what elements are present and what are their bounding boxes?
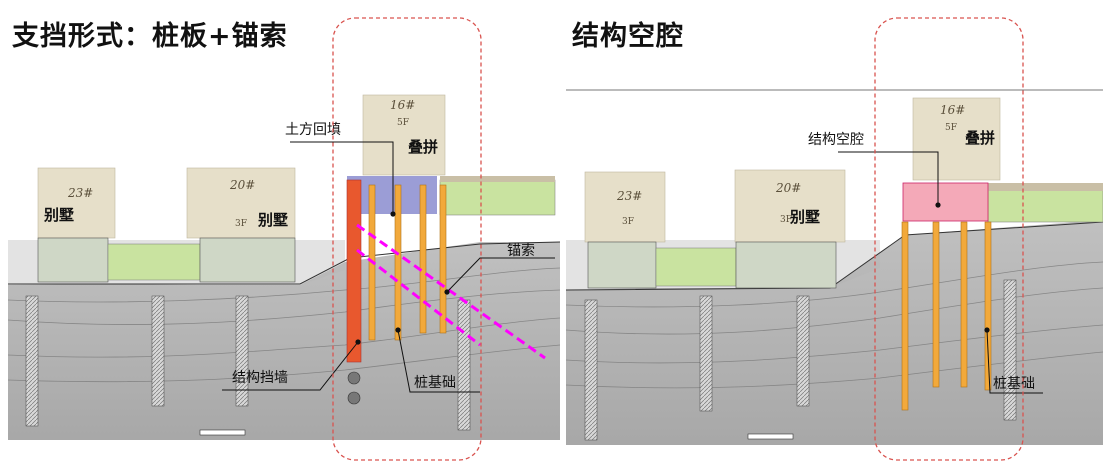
green-platform-right [987, 189, 1103, 223]
green-platform [439, 179, 556, 216]
right-highlight-frame [874, 17, 1024, 461]
structural-cavity [902, 182, 989, 222]
building-20-floors-right: 3F [780, 215, 792, 225]
anchor-cable [356, 223, 546, 360]
callout-cavity: 结构空腔 [808, 132, 864, 148]
hatched-column [584, 299, 598, 441]
callout-pile-foundation-right: 桩基础 [993, 375, 1035, 392]
building-16-floors-right: 5F [945, 123, 957, 133]
basement-23-right [587, 241, 657, 289]
building-16-right [912, 97, 1001, 181]
building-16-name: 叠拼 [408, 138, 438, 156]
building-16-number: 16# [390, 98, 415, 112]
hatched-column [699, 295, 713, 412]
hatched-column [457, 299, 471, 431]
building-20-left [186, 167, 296, 239]
building-23-right [584, 171, 666, 243]
anchor-cable [356, 248, 481, 347]
building-16-number-right: 16# [940, 103, 965, 117]
pile [960, 221, 968, 388]
pile [394, 184, 402, 341]
retaining-wall [346, 179, 362, 363]
hatched-column [235, 295, 249, 407]
callout-backfill: 土方回填 [285, 122, 341, 138]
hatched-column [796, 295, 810, 407]
building-23-name: 别墅 [43, 206, 74, 224]
pile [984, 221, 992, 391]
building-20-right [734, 169, 846, 243]
green-yard-1 [107, 243, 201, 281]
building-16-floors: 5F [397, 118, 409, 128]
pile [419, 184, 427, 334]
building-23-left [37, 167, 116, 239]
left-panel-title: 支挡形式：桩板+锚索 [12, 21, 288, 52]
green-yard-right [655, 247, 737, 287]
callout-pile-foundation: 桩基础 [414, 374, 456, 391]
building-20-number-right: 20# [775, 181, 801, 195]
building-20-floors: 3F [235, 219, 247, 229]
building-23-number: 23# [67, 186, 93, 200]
basement-23 [37, 237, 109, 283]
callout-retaining-wall: 结构挡墙 [232, 370, 288, 386]
callout-anchor: 锚索 [507, 242, 535, 259]
building-20-name-right: 别墅 [789, 208, 820, 226]
hatched-column [1003, 279, 1017, 421]
building-23-number-right: 23# [616, 189, 642, 203]
pile [901, 221, 909, 411]
basement-20 [199, 237, 296, 283]
basement-20-right [735, 241, 837, 289]
building-20-number: 20# [229, 178, 255, 192]
building-16-name-right: 叠拼 [965, 129, 995, 147]
pile [439, 184, 447, 334]
left-section-drawing: 23# 别墅 20# 3F 别墅 16# 5F 叠拼 [7, 17, 561, 461]
hatched-column [25, 295, 39, 427]
building-16-left [362, 94, 446, 176]
hatched-column [151, 295, 165, 407]
left-highlight-frame [332, 17, 482, 461]
building-20-name: 别墅 [257, 211, 288, 229]
building-23-floors-right: 3F [622, 217, 634, 227]
right-section-drawing: 23# 3F 20# 3F 别墅 16# 5F 叠拼 [565, 17, 1103, 461]
right-panel-title: 结构空腔 [572, 21, 684, 52]
pile [932, 221, 940, 388]
